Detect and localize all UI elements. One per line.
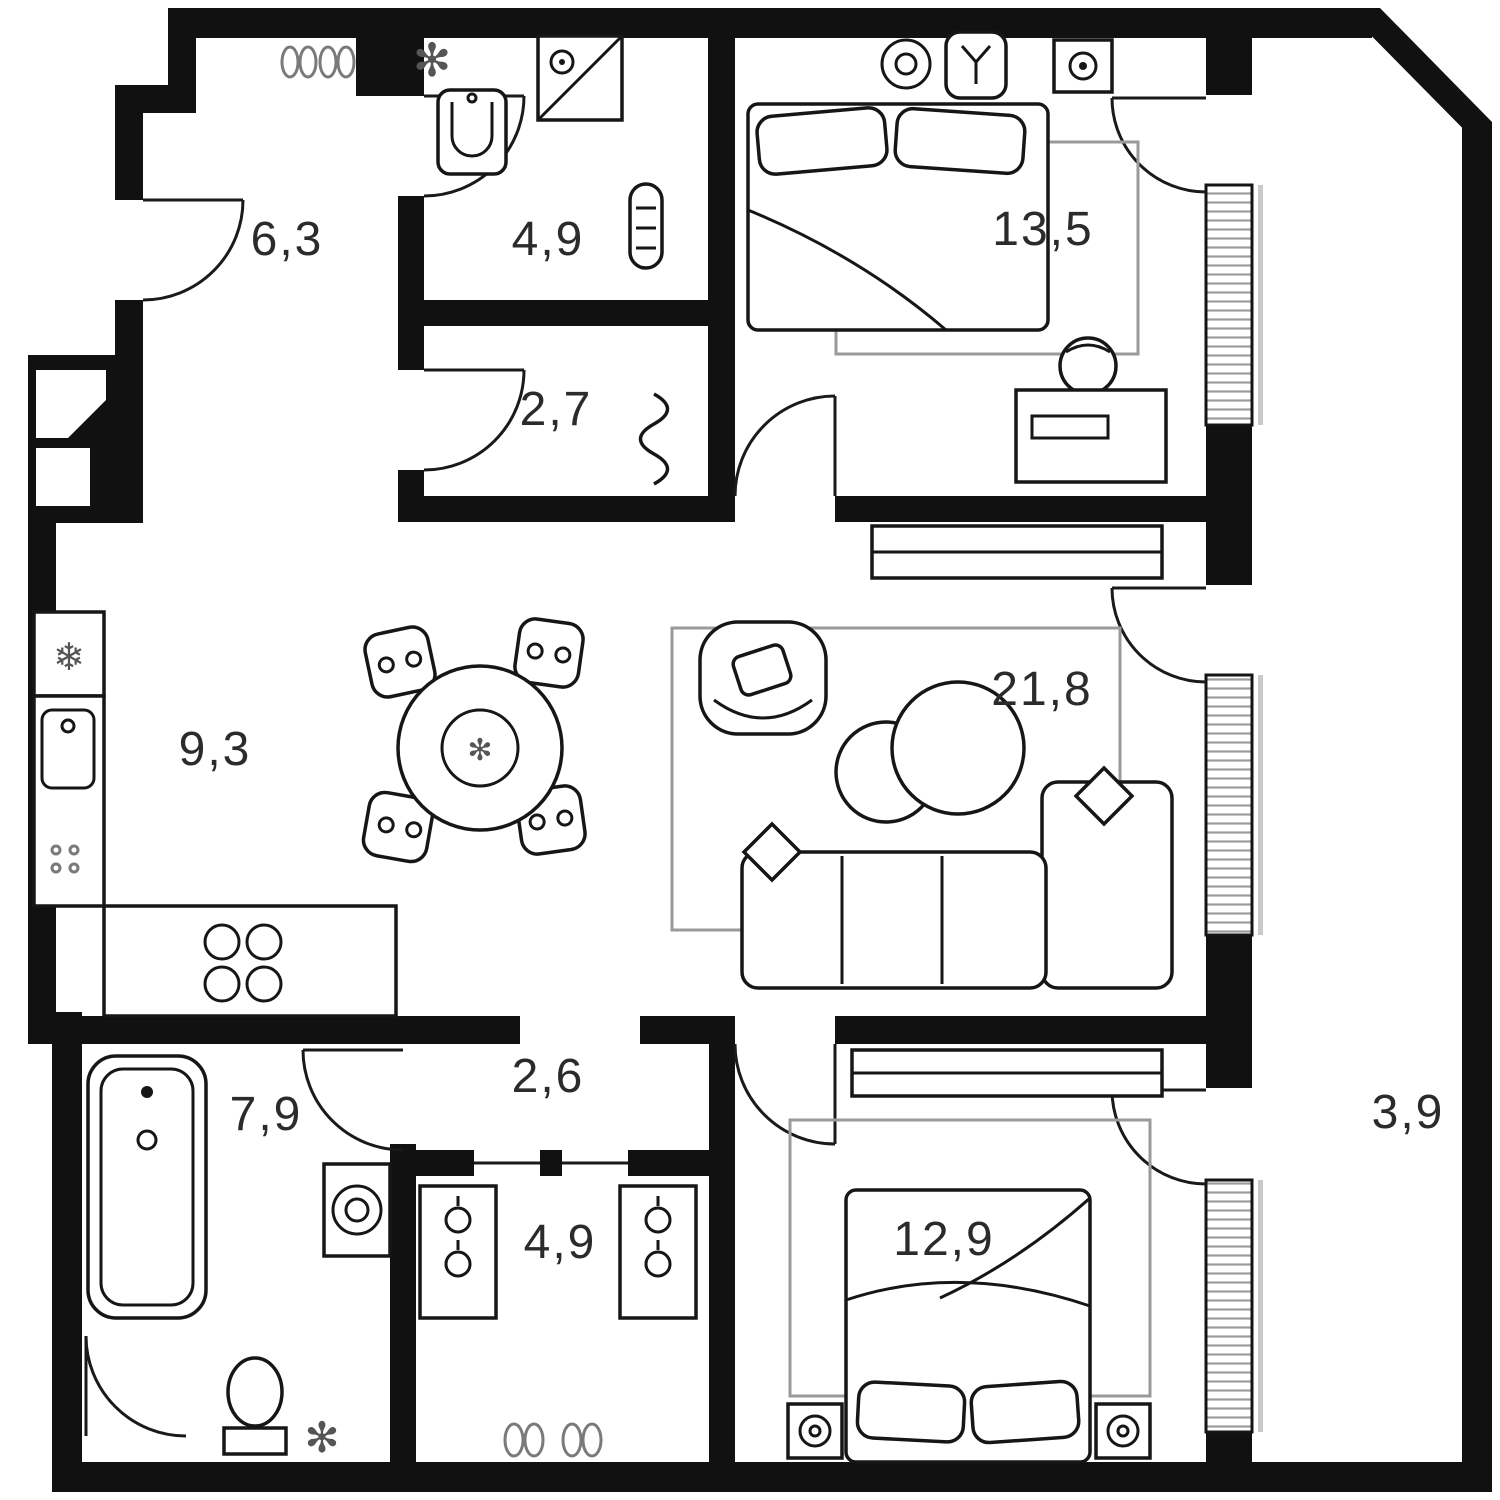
vase-icon <box>944 30 1008 100</box>
fridge-icon: ❄ <box>32 610 106 698</box>
room-label-dressing-room: 2,7 <box>520 383 593 436</box>
dining-chair-icon <box>361 790 435 864</box>
kitchen-counter <box>32 694 398 1018</box>
bathroom-2-door-swing <box>301 1048 404 1152</box>
window-sill <box>1258 185 1263 425</box>
bathroom-1-fixtures: ✻ <box>413 33 664 270</box>
table-plant-icon: ✻ <box>467 733 492 768</box>
blanket-fold <box>747 208 947 332</box>
room-label-hallway: 2,6 <box>512 1050 585 1103</box>
room-label-bathroom-1: 4,9 <box>512 213 585 266</box>
window-living-room <box>1204 673 1254 937</box>
armchair-icon <box>698 620 828 736</box>
snowflake-icon: ❄ <box>53 635 85 679</box>
nightstand-icon <box>1052 38 1114 94</box>
wardrobe-fixtures <box>418 1184 698 1458</box>
living-room-furniture <box>698 620 1174 990</box>
built-in-closets <box>850 524 1164 1098</box>
room-label-kitchen: 9,3 <box>179 723 252 776</box>
room-label-balcony: 3,9 <box>1372 1086 1445 1139</box>
shoes-icon <box>280 45 356 79</box>
desk-chair-icon <box>1058 336 1118 396</box>
pillow-icon <box>969 1379 1081 1445</box>
bedroom-1-furniture <box>746 30 1168 484</box>
washing-machine-icon <box>322 1162 392 1258</box>
bedroom-1-door-swing <box>733 394 837 497</box>
bed-icon <box>746 102 1050 332</box>
window-bedroom-1 <box>1204 183 1254 427</box>
room-labels: 6,3 4,9 13,5 2,7 9,3 21,8 2,6 7,9 4,9 12… <box>179 203 1445 1269</box>
hanging-clothes-icon <box>638 392 670 486</box>
blanket-fold <box>845 1280 1091 1308</box>
shower-icon <box>536 34 624 122</box>
dining-chair-icon <box>513 617 585 689</box>
dining-table-icon: ✻ <box>361 617 587 864</box>
balcony-door-swing-living <box>1110 586 1207 684</box>
entry-hall-furniture <box>280 45 356 79</box>
plant-icon: ✻ <box>413 33 452 87</box>
room-label-bedroom-2: 12,9 <box>893 1213 994 1266</box>
desk-icon <box>1014 388 1168 484</box>
room-label-living-room: 21,8 <box>991 663 1092 716</box>
pillow-icon <box>893 106 1027 176</box>
room-label-wardrobe: 4,9 <box>524 1216 597 1269</box>
room-label-bedroom-1: 13,5 <box>992 203 1093 256</box>
dining-chair-icon <box>363 625 437 699</box>
dressing-room-fixtures <box>638 392 670 486</box>
bathroom-2-fixtures: ✻ <box>86 1054 392 1462</box>
bedroom-2-furniture <box>786 1188 1152 1464</box>
coffee-table-icon <box>890 680 1026 816</box>
toilet-icon <box>222 1356 288 1456</box>
plant-icon: ✻ <box>304 1413 339 1462</box>
room-label-bathroom-2: 7,9 <box>230 1088 303 1141</box>
sink-icon <box>436 88 508 176</box>
wardrobe-unit-icon <box>418 1184 498 1320</box>
closet-strip-living <box>870 524 1164 580</box>
dressing-room-door-swing <box>423 368 526 472</box>
nightstand-lamp-icon <box>1094 1402 1152 1460</box>
dishwasher-icon <box>50 844 80 874</box>
towel-radiator-icon <box>628 182 664 270</box>
cooktop-icon <box>203 923 283 1003</box>
pillow-icon <box>755 106 889 176</box>
window-sill <box>1258 675 1263 935</box>
sofa-icon <box>740 765 1174 990</box>
interior-walls <box>56 8 1252 1492</box>
kitchen-sink-icon <box>40 708 96 790</box>
bed-icon <box>844 1188 1092 1464</box>
pillow-icon <box>855 1380 967 1444</box>
wall-lamp-icon <box>880 38 932 90</box>
balcony-door-swing-bedroom-2 <box>1110 1088 1207 1186</box>
window-bedroom-2 <box>1204 1178 1254 1434</box>
bathtub-icon <box>86 1054 208 1320</box>
diagonal-wall <box>1344 8 1492 158</box>
kitchen-fixtures: ❄ <box>32 610 587 1018</box>
wardrobe-unit-icon <box>618 1184 698 1320</box>
sofa-pillow-icon <box>1073 765 1135 827</box>
bedroom-2-door-swing <box>733 1043 837 1146</box>
windows <box>1204 183 1263 1434</box>
bathroom-2-inner-door-swing <box>84 1335 187 1438</box>
nightstand-lamp-icon <box>786 1402 844 1460</box>
entrance-door-swing <box>142 198 245 302</box>
room-label-entry-hall: 6,3 <box>251 213 324 266</box>
shoes-icon <box>503 1422 603 1458</box>
shaft-notch <box>36 370 106 438</box>
closet-strip-bedroom-2 <box>850 1048 1164 1098</box>
shaft-notch <box>36 448 90 506</box>
pillow-icon <box>731 643 793 697</box>
window-sill <box>1258 1180 1263 1432</box>
door-swings <box>84 94 1207 1438</box>
balcony-door-swing-bedroom-1 <box>1110 96 1207 194</box>
blanket-fold <box>939 1196 1091 1300</box>
sofa-pillow-icon <box>741 821 803 883</box>
